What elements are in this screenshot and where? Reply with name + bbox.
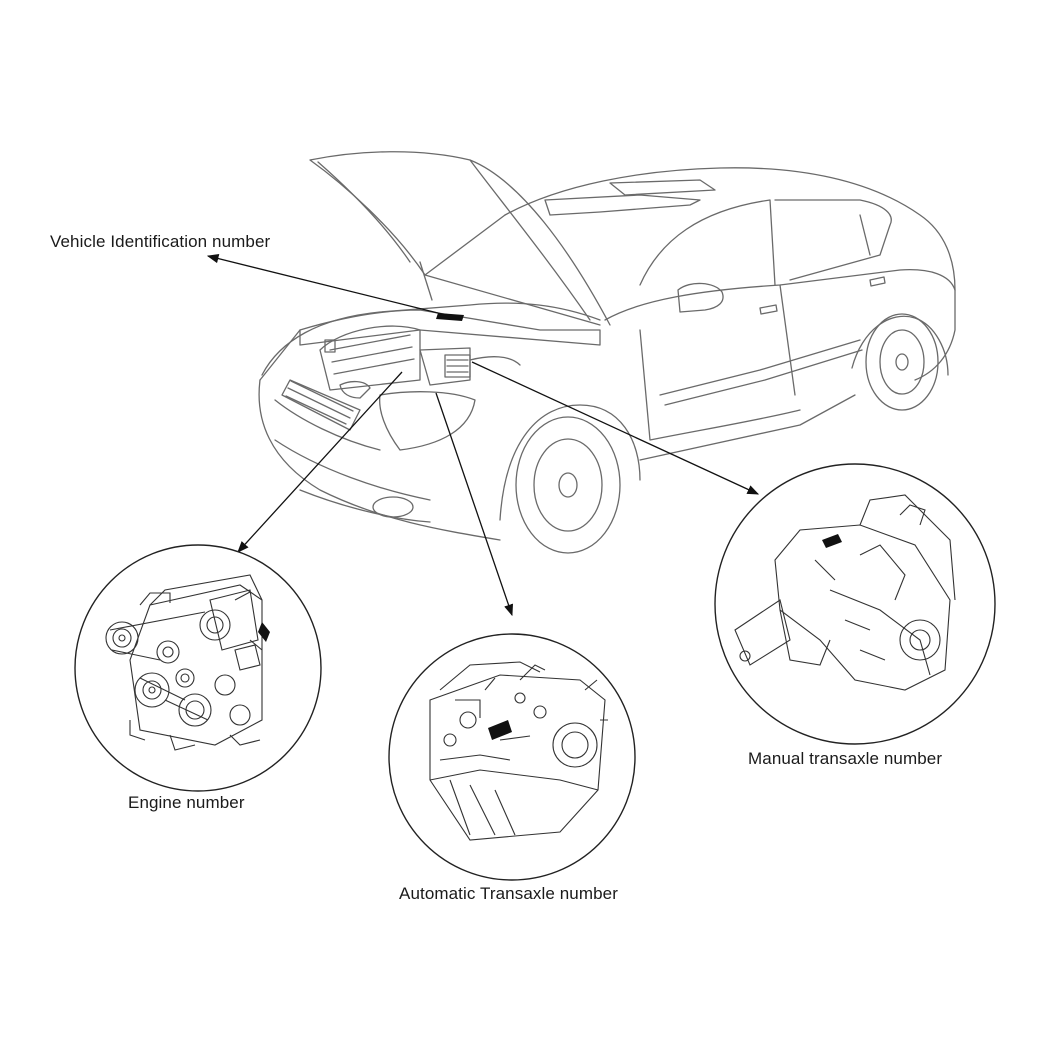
callout-lines <box>206 253 760 617</box>
car-illustration <box>258 151 956 554</box>
automatic-transaxle-marker <box>488 720 512 740</box>
vin-plate-marker <box>436 313 464 321</box>
manual-transaxle-detail <box>714 463 996 745</box>
engine-number-marker <box>258 622 270 642</box>
vin-callout-line <box>206 253 447 316</box>
automatic-transaxle-label: Automatic Transaxle number <box>399 884 618 903</box>
engine-detail <box>74 544 322 792</box>
engine-number-label: Engine number <box>128 793 245 812</box>
automatic-transaxle-detail <box>388 633 636 881</box>
manual-callout-line <box>471 361 760 495</box>
manual-transaxle-marker <box>822 534 842 548</box>
engine-callout-line <box>237 371 403 553</box>
automatic-callout-line <box>435 392 514 617</box>
vin-label: Vehicle Identification number <box>50 232 271 251</box>
manual-transaxle-label: Manual transaxle number <box>748 749 943 768</box>
